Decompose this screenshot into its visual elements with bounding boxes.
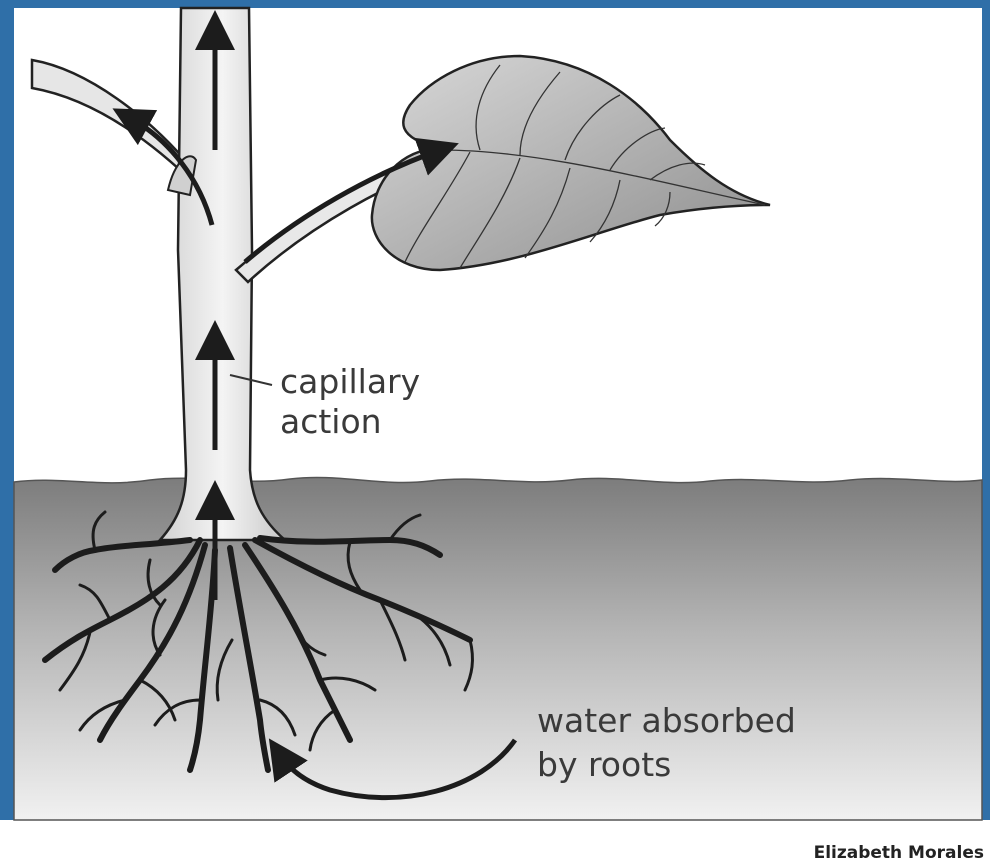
label-water-absorbed: water absorbed — [537, 701, 796, 740]
label-capillary: capillary — [280, 362, 420, 401]
label-action: action — [280, 402, 382, 441]
label-by-roots: by roots — [537, 745, 671, 784]
artist-credit: Elizabeth Morales — [814, 843, 984, 863]
